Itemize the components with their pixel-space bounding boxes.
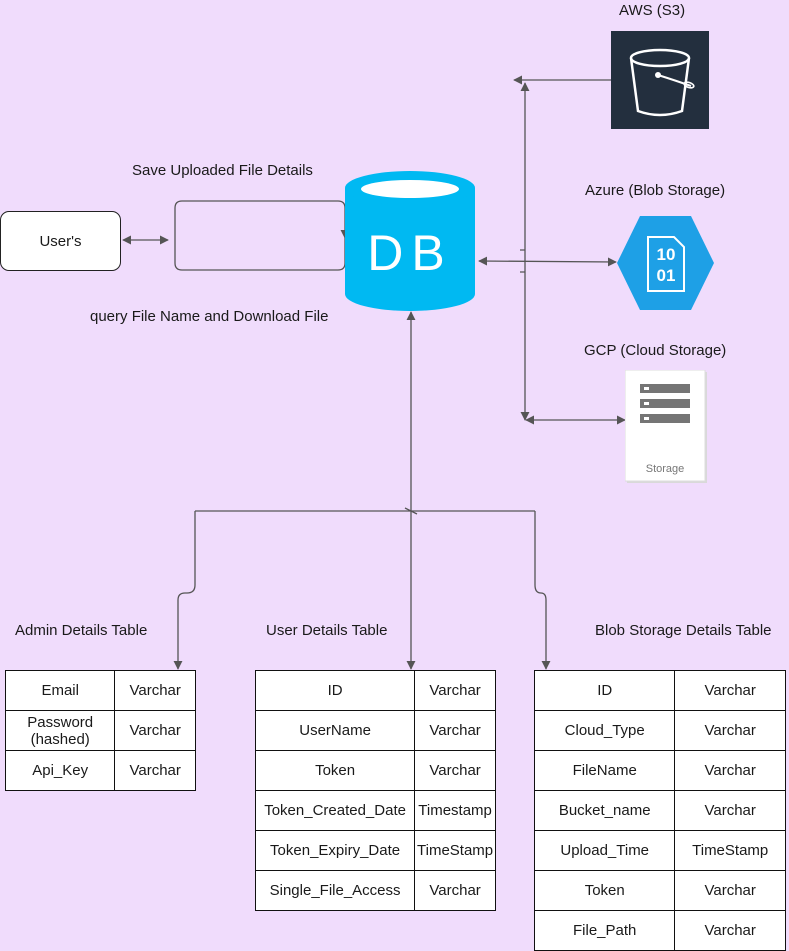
field-name-cell: Upload_Time bbox=[533, 830, 676, 871]
field-type-cell: Varchar bbox=[114, 710, 196, 751]
field-name-cell: Token_Expiry_Date bbox=[254, 830, 416, 871]
field-name-cell: Single_File_Access bbox=[254, 870, 416, 911]
users-box[interactable]: User's bbox=[0, 211, 121, 271]
blob-branch bbox=[534, 511, 551, 670]
gcp-label: GCP (Cloud Storage) bbox=[584, 342, 727, 359]
field-name-cell: Password (hashed) bbox=[4, 710, 116, 751]
admin-table-title: Admin Details Table bbox=[15, 622, 148, 639]
azure-blob-icon[interactable]: 10 01 bbox=[616, 215, 715, 311]
db-icon-text: DB bbox=[367, 225, 452, 281]
azure-icon-bottom: 01 bbox=[657, 266, 676, 285]
field-name-cell: Bucket_name bbox=[533, 790, 676, 831]
azure-label: Azure (Blob Storage) bbox=[585, 182, 726, 199]
field-name-cell: Email bbox=[4, 670, 116, 711]
field-type-cell: Varchar bbox=[414, 870, 496, 911]
field-type-cell: Varchar bbox=[414, 670, 496, 711]
field-name-cell: ID bbox=[254, 670, 416, 711]
field-type-cell: Varchar bbox=[114, 670, 196, 711]
field-name-cell: Token_Created_Date bbox=[254, 790, 416, 831]
field-name-cell: File_Path bbox=[533, 910, 676, 951]
field-type-cell: Varchar bbox=[674, 750, 786, 791]
field-type-cell: Varchar bbox=[414, 750, 496, 791]
field-type-cell: TimeStamp bbox=[414, 830, 496, 871]
field-type-cell: Varchar bbox=[674, 870, 786, 911]
field-type-cell: Varchar bbox=[674, 710, 786, 751]
field-name-cell: UserName bbox=[254, 710, 416, 751]
save-connector bbox=[174, 200, 350, 239]
azure-icon-top: 10 bbox=[657, 245, 676, 264]
user-table-title: User Details Table bbox=[266, 622, 388, 639]
query-connector bbox=[174, 238, 346, 271]
admin-branch bbox=[173, 511, 196, 670]
gcp-storage-icon[interactable]: Storage bbox=[625, 370, 709, 485]
table-row: Password (hashed)Varchar bbox=[4, 710, 196, 751]
field-name-cell: Token bbox=[254, 750, 416, 791]
field-type-cell: Timestamp bbox=[414, 790, 496, 831]
field-type-cell: Varchar bbox=[674, 790, 786, 831]
field-type-cell: Varchar bbox=[114, 750, 196, 791]
field-type-cell: Varchar bbox=[414, 710, 496, 751]
db-azure-link bbox=[478, 256, 617, 267]
field-type-cell: Varchar bbox=[674, 670, 786, 711]
field-type-cell: Varchar bbox=[674, 910, 786, 951]
users-box-label: User's bbox=[39, 232, 82, 250]
gcp-icon-caption: Storage bbox=[646, 463, 685, 475]
field-name-cell: Cloud_Type bbox=[533, 710, 676, 751]
save-flow-label: Save Uploaded File Details bbox=[132, 162, 313, 179]
field-type-cell: TimeStamp bbox=[674, 830, 786, 871]
s3-bucket-icon[interactable] bbox=[611, 31, 709, 129]
field-name-cell: FileName bbox=[533, 750, 676, 791]
aws-label: AWS (S3) bbox=[619, 2, 686, 19]
field-name-cell: Token bbox=[533, 870, 676, 911]
blob-table-title: Blob Storage Details Table bbox=[595, 622, 772, 639]
db-icon[interactable]: DB bbox=[344, 171, 476, 312]
field-name-cell: Api_Key bbox=[4, 750, 116, 791]
field-name-cell: ID bbox=[533, 670, 676, 711]
query-flow-label: query File Name and Download File bbox=[90, 308, 329, 325]
